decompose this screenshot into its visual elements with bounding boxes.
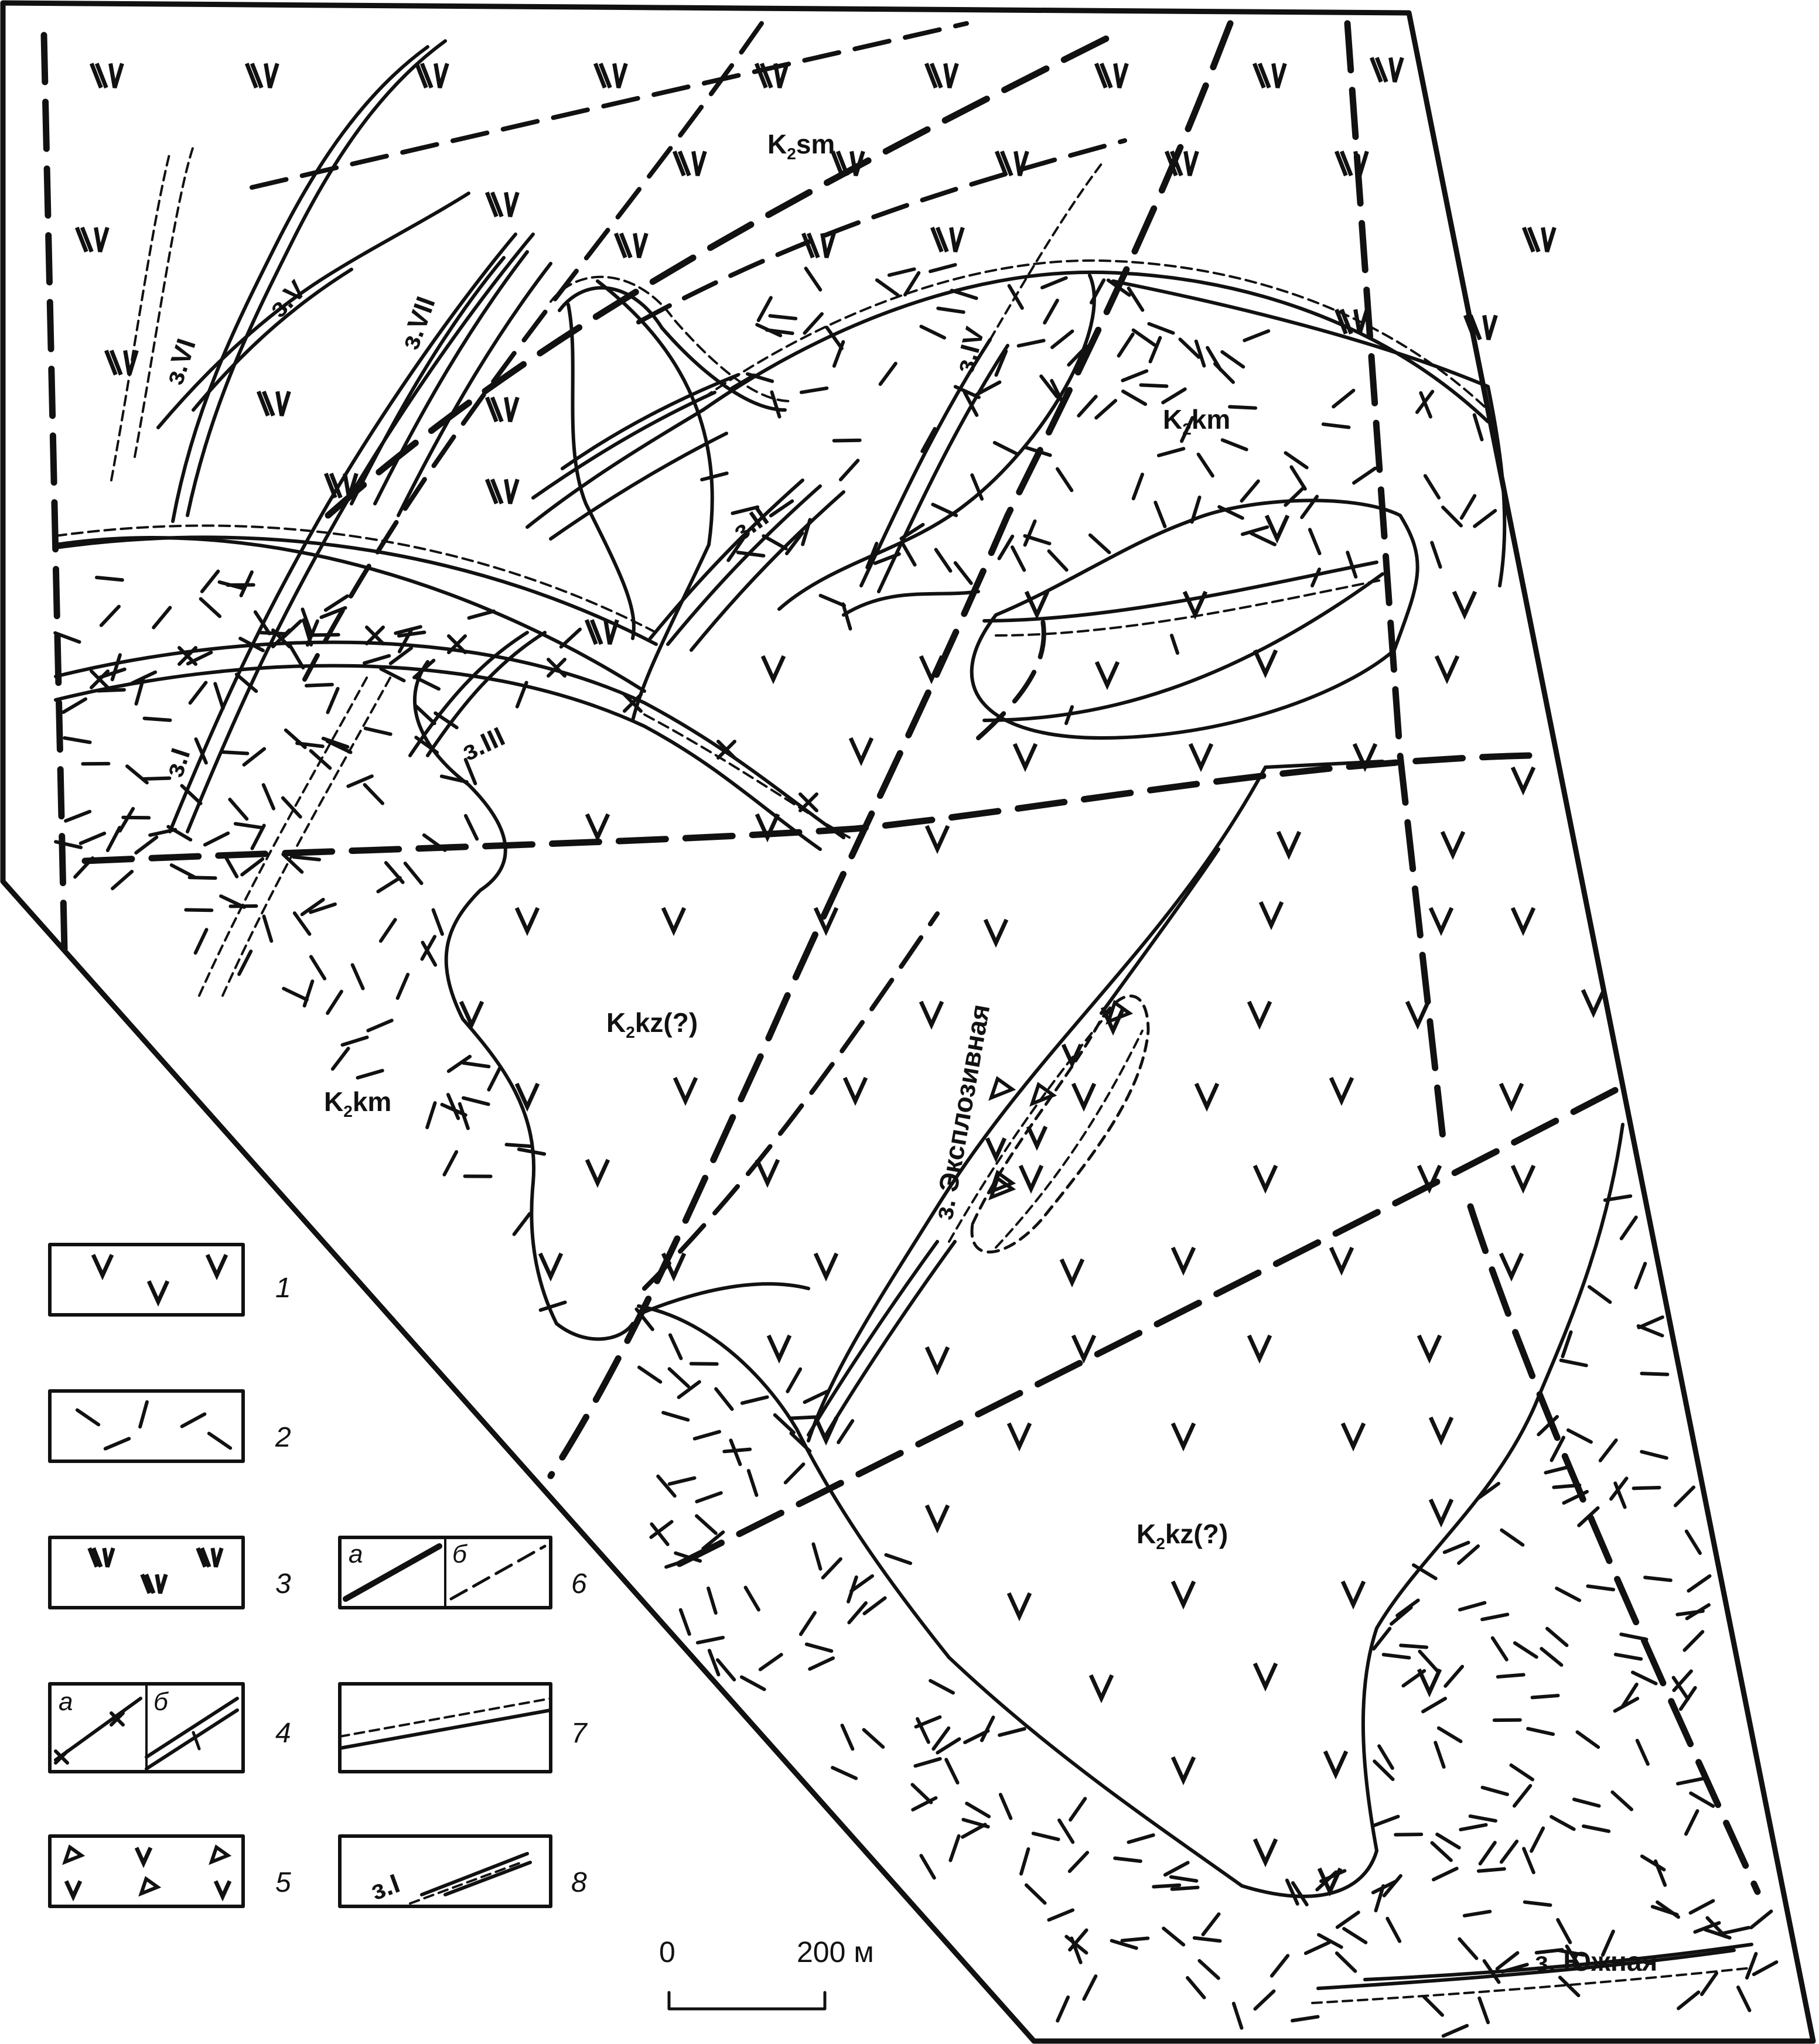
svg-text:3: 3 — [275, 1568, 291, 1599]
geological-contacts — [54, 274, 1625, 1898]
scale-end-label: 200 м — [797, 1936, 874, 1968]
svg-text:б: б — [153, 1687, 169, 1716]
legend-item-5: 5 — [48, 1834, 291, 1908]
svg-text:5: 5 — [275, 1867, 291, 1898]
faults — [40, 20, 1761, 1895]
legend: 1 2 3 а б 4 5 а б — [48, 1243, 588, 1908]
svg-text:1: 1 — [275, 1273, 291, 1304]
zone-label-z1: з.I — [158, 744, 196, 781]
legend-item-3: 3 — [48, 1536, 291, 1609]
legend-item-4: а б 4 — [48, 1682, 291, 1773]
scale-start-label: 0 — [659, 1936, 675, 1968]
zone-label-z7: з.VII — [394, 292, 441, 353]
legend-item-2: 2 — [48, 1389, 291, 1463]
explosive-zone-outline — [970, 994, 1150, 1254]
unit-label-kkm-west: K2km — [324, 1086, 391, 1120]
zone-label-south: з. Южная — [1535, 1946, 1657, 1977]
legend-item-1: 1 — [48, 1243, 291, 1317]
zone-label-z4: з.IV — [948, 323, 990, 376]
rock-pattern-symbols — [53, 57, 1779, 2038]
svg-text:8: 8 — [571, 1867, 587, 1898]
svg-text:2: 2 — [275, 1422, 291, 1453]
dike-with-crosses — [54, 625, 851, 851]
svg-text:а: а — [349, 1540, 363, 1568]
scale-bar: 0 200 м — [659, 1936, 874, 2011]
svg-text:7: 7 — [571, 1718, 588, 1749]
svg-text:а: а — [59, 1687, 73, 1716]
legend-item-8: з.I 8 — [338, 1834, 587, 1908]
unit-label-kkz-south: K2kz(?) — [1137, 1519, 1228, 1553]
zone-label-explosive: з. Эксплозивная — [928, 1002, 996, 1222]
legend-item-7: 7 — [338, 1682, 588, 1773]
unit-labels: K2sm K2km K2km K2kz(?) K2kz(?) — [324, 129, 1230, 1553]
legend-item-6: а б 6 — [338, 1536, 587, 1609]
svg-text:з.I: з.I — [367, 1868, 404, 1906]
unit-label-ksm: K2sm — [767, 129, 835, 163]
svg-text:6: 6 — [571, 1568, 587, 1599]
ore-zones — [110, 39, 1753, 2004]
zone-label-z6: з.VI — [158, 335, 202, 388]
svg-text:4: 4 — [275, 1718, 291, 1749]
svg-text:б: б — [452, 1540, 468, 1568]
dike-with-ticks — [982, 560, 1384, 725]
unit-label-kkz-center: K2kz(?) — [606, 1007, 698, 1041]
unit-label-kkm-north: K2km — [1163, 404, 1230, 438]
